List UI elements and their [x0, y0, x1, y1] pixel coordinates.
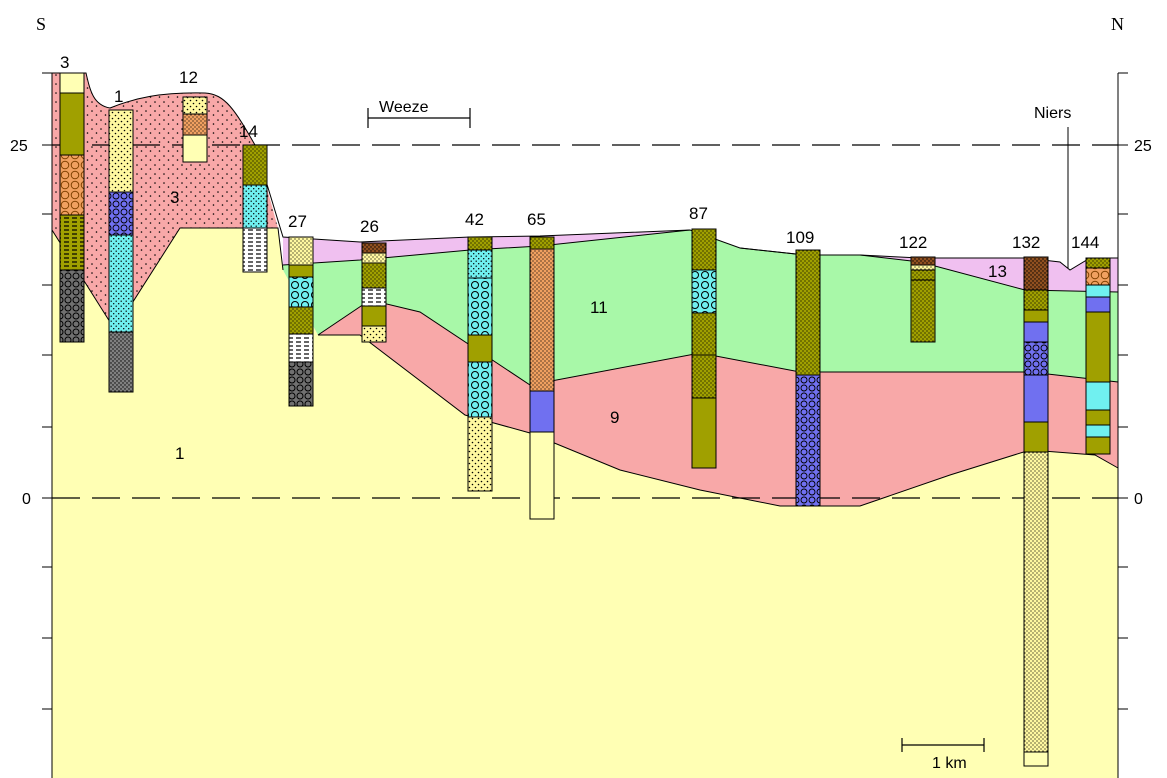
borehole-27-label: 27	[288, 212, 307, 231]
elevation-left-25: 25	[10, 138, 28, 155]
elevation-right-0: 0	[1134, 491, 1143, 508]
weeze-bracket	[367, 108, 471, 128]
borehole-1-column	[108, 109, 134, 393]
borehole-26-column	[361, 242, 387, 343]
borehole-144-label: 144	[1071, 233, 1099, 252]
borehole-12-label: 12	[179, 68, 198, 87]
scale-bar-label: 1 km	[932, 755, 967, 772]
borehole-27-column	[288, 236, 314, 407]
reference-lines	[52, 144, 1118, 499]
scale-bar	[901, 738, 985, 752]
borehole-14-column	[242, 144, 268, 273]
niers-label: Niers	[1034, 105, 1071, 122]
unit-11-label: 11	[590, 298, 608, 317]
borehole-42-column	[467, 236, 493, 492]
borehole-87-column	[691, 228, 717, 469]
unit-3-label: 3	[170, 188, 179, 207]
borehole-65-label: 65	[527, 210, 546, 229]
unit-1-area	[52, 228, 1118, 778]
borehole-122-label: 122	[899, 233, 927, 252]
borehole-42-label: 42	[465, 210, 484, 229]
labels: S N 25 0 25 0 3 1 12 14 27 26 42 65 87 1…	[10, 14, 1152, 772]
borehole-122-column	[910, 256, 936, 343]
borehole-109-label: 109	[786, 228, 814, 247]
unit-1-label: 1	[175, 444, 184, 463]
borehole-144-column	[1085, 257, 1111, 455]
borehole-3-column	[59, 72, 85, 343]
borehole-12-column	[182, 96, 208, 163]
borehole-132-column	[1023, 256, 1049, 767]
unit-13-label: 13	[988, 262, 1007, 281]
borehole-1-label: 1	[114, 87, 123, 106]
borehole-109-column	[795, 249, 821, 507]
borehole-14-label: 14	[239, 122, 258, 141]
elevation-left-0: 0	[22, 491, 31, 508]
borehole-132-label: 132	[1012, 233, 1040, 252]
weeze-label: Weeze	[379, 99, 429, 116]
unit-9-label: 9	[610, 408, 619, 427]
borehole-26-label: 26	[360, 217, 379, 236]
borehole-87-label: 87	[689, 204, 708, 223]
borehole-3-label: 3	[60, 53, 69, 72]
unit-9-area	[318, 300, 1118, 506]
elevation-right-25: 25	[1134, 138, 1152, 155]
borehole-65-column	[529, 236, 555, 520]
axes	[42, 72, 1128, 778]
orientation-north: N	[1111, 14, 1124, 34]
orientation-south: S	[36, 14, 46, 34]
